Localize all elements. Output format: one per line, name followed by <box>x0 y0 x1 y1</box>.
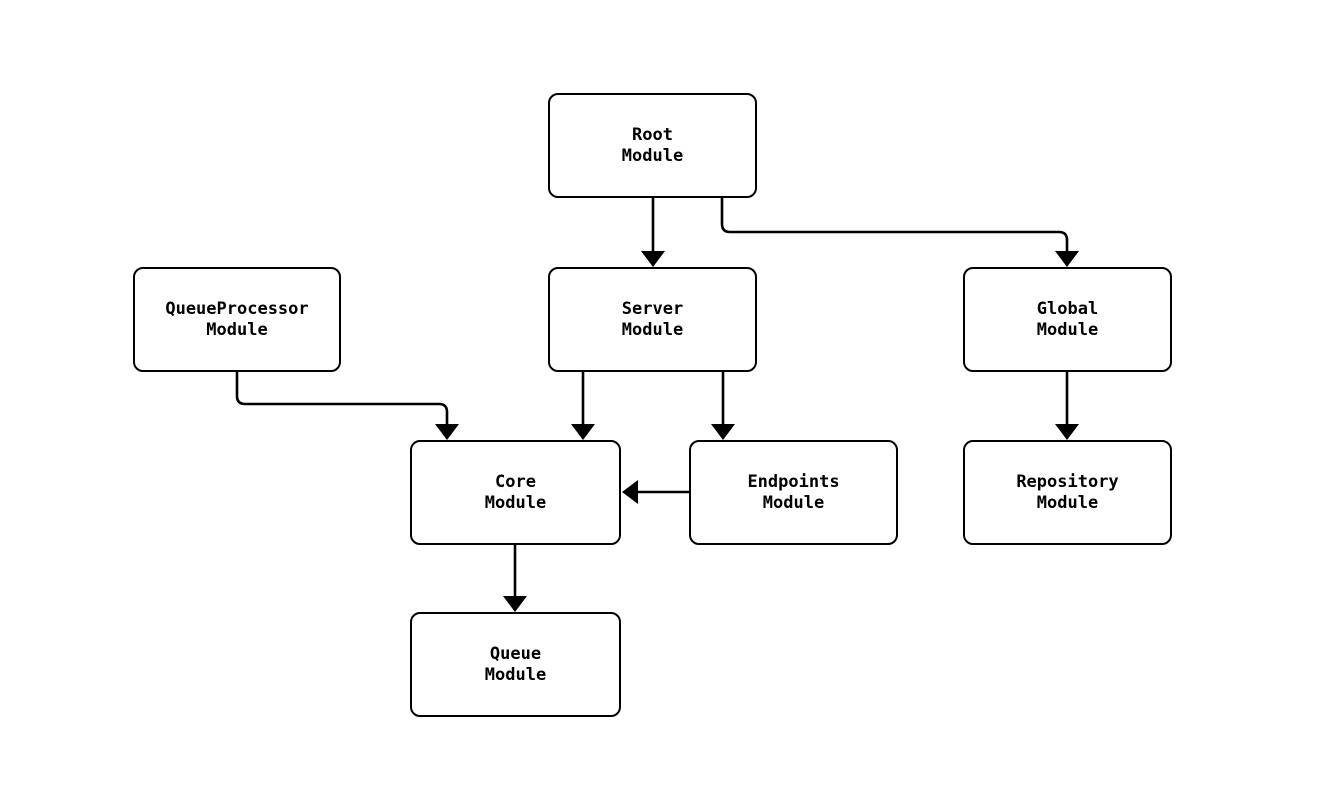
node-core-module: Core Module <box>410 440 621 545</box>
node-root-module-label: Root Module <box>621 124 684 166</box>
edge-root-to-server <box>641 198 665 267</box>
edge-queueprocessor-to-core <box>235 372 459 440</box>
node-queue-module-label: Queue Module <box>484 643 547 685</box>
node-queueprocessor-module-label: QueueProcessor Module <box>165 298 309 340</box>
edge-core-to-queue <box>503 545 527 612</box>
node-core-module-label: Core Module <box>484 471 547 513</box>
edge-global-to-repository <box>1055 372 1079 440</box>
edge-root-to-global <box>720 198 1079 267</box>
edge-server-to-endpoints <box>711 372 735 440</box>
node-repository-module: Repository Module <box>963 440 1172 545</box>
node-queue-module: Queue Module <box>410 612 621 717</box>
node-server-module-label: Server Module <box>621 298 684 340</box>
node-endpoints-module: Endpoints Module <box>689 440 898 545</box>
node-server-module: Server Module <box>548 267 757 372</box>
node-endpoints-module-label: Endpoints Module <box>747 471 840 513</box>
node-global-module: Global Module <box>963 267 1172 372</box>
node-root-module: Root Module <box>548 93 757 198</box>
edge-endpoints-to-core <box>622 480 689 504</box>
node-queueprocessor-module: QueueProcessor Module <box>133 267 341 372</box>
edge-server-to-core <box>571 372 595 440</box>
node-global-module-label: Global Module <box>1036 298 1099 340</box>
node-repository-module-label: Repository Module <box>1016 471 1119 513</box>
